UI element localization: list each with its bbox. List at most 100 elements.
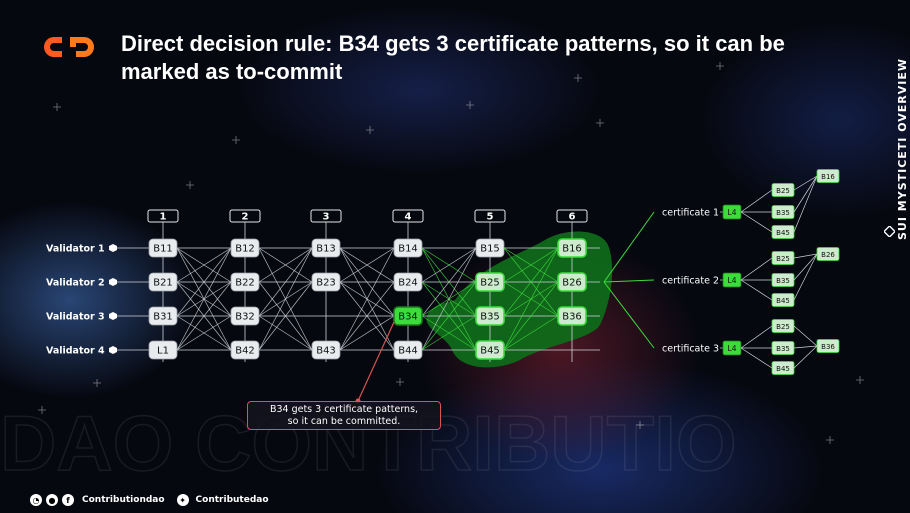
cert-leader-label: L4	[728, 208, 737, 217]
block-node	[311, 272, 341, 292]
cert-pointer	[603, 279, 655, 283]
cert-link	[793, 175, 818, 213]
block-label: B16	[562, 244, 582, 255]
round-header-box	[474, 209, 506, 223]
block-label: B14	[398, 244, 418, 255]
sparkle-icon	[466, 101, 474, 109]
block-node	[148, 272, 178, 292]
round-header-box	[556, 209, 588, 223]
validator-cube-icon	[109, 312, 117, 320]
block-label: B35	[480, 312, 500, 323]
block-node	[230, 272, 260, 292]
cert-support-label: B35	[776, 277, 790, 285]
dag-edge	[176, 315, 232, 351]
sparkle-icon	[53, 103, 61, 111]
block-node	[475, 238, 505, 258]
footer-handle-2[interactable]: Contributedao	[195, 495, 269, 505]
validator-cube-icon	[109, 244, 117, 252]
block-node	[148, 238, 178, 258]
dag-edge	[258, 281, 313, 351]
dag-edge	[503, 247, 559, 351]
cert-link	[740, 347, 773, 369]
cert-link	[793, 253, 818, 301]
round-header: 2	[242, 212, 249, 223]
cert-support-label: B25	[776, 187, 790, 195]
cert-link	[740, 189, 773, 213]
block-node	[475, 306, 505, 326]
dag-edge	[176, 281, 232, 351]
facebook-icon[interactable]: f	[62, 494, 74, 506]
block-node	[557, 238, 587, 258]
dag-edge	[503, 247, 559, 283]
dag-edge	[339, 247, 395, 317]
certificate-label: certificate 1	[662, 208, 719, 219]
cert-support-label: B35	[776, 345, 790, 353]
validator-cube-icon	[109, 278, 117, 286]
round-header-box	[229, 209, 261, 223]
cert-support-label: B45	[776, 365, 790, 373]
callout-pointer	[357, 321, 395, 402]
sparkle-icon	[38, 406, 46, 414]
side-label: SUI MYSTICETI OVERVIEW	[880, 40, 909, 240]
dag-edge	[503, 247, 559, 317]
block-label: B12	[235, 244, 255, 255]
round-header-box	[392, 209, 424, 223]
block-label: B32	[235, 312, 255, 323]
sparkle-icon	[596, 119, 604, 127]
block-label: B26	[562, 278, 582, 289]
sparkle-icon	[366, 126, 374, 134]
sparkle-icon	[826, 436, 834, 444]
github-icon[interactable]: ●	[46, 494, 58, 506]
block-label: B23	[316, 278, 336, 289]
cert-link	[740, 325, 773, 349]
block-node	[557, 306, 587, 326]
cert-link	[740, 257, 773, 281]
round-header: 1	[160, 212, 167, 223]
block-label: B36	[562, 312, 582, 323]
b34-callout: B34 gets 3 certificate patterns, so it c…	[247, 401, 441, 430]
twitter-icon[interactable]: ✦	[176, 494, 189, 506]
sparkle-icon	[716, 62, 724, 70]
block-label: B25	[480, 278, 500, 289]
dag-edge	[339, 247, 395, 351]
cert-target-label: B26	[821, 251, 835, 259]
cert-link	[793, 175, 818, 191]
footer-handle-1[interactable]: Contributiondao	[82, 495, 165, 505]
block-node	[311, 340, 341, 360]
cert-link	[740, 279, 773, 301]
sparkle-icon	[93, 379, 101, 387]
dag-edge	[339, 281, 395, 351]
block-label: B13	[316, 244, 336, 255]
block-node	[148, 340, 178, 360]
dag-edge	[258, 247, 313, 283]
dag-edge	[503, 315, 559, 351]
block-label: B31	[153, 312, 173, 323]
side-label-text: SUI MYSTICETI OVERVIEW	[896, 57, 909, 240]
sparkle-icon	[574, 74, 582, 82]
sparkle-icon	[856, 376, 864, 384]
block-label: B22	[235, 278, 255, 289]
cert-link	[793, 253, 818, 259]
dag-edge	[421, 315, 477, 351]
round-header-box	[310, 209, 342, 223]
block-label: B44	[398, 346, 418, 357]
round-header-box	[147, 209, 179, 223]
cert-target-label: B36	[821, 343, 835, 351]
sparkle-icon	[186, 181, 194, 189]
sparkle-icon	[232, 136, 240, 144]
dag-edge	[258, 247, 313, 351]
discord-icon[interactable]: ◔	[30, 494, 42, 506]
block-node	[475, 272, 505, 292]
cert-support-label: B45	[776, 229, 790, 237]
block-node	[311, 238, 341, 258]
green-region-layer	[426, 231, 613, 368]
block-label: B24	[398, 278, 418, 289]
cert-target-node	[816, 339, 840, 353]
block-label: B15	[480, 244, 500, 255]
commit-region	[426, 231, 613, 368]
cert-link	[793, 253, 818, 281]
block-label: B34	[398, 312, 418, 323]
block-node	[230, 340, 260, 360]
sui-icon	[884, 226, 895, 237]
